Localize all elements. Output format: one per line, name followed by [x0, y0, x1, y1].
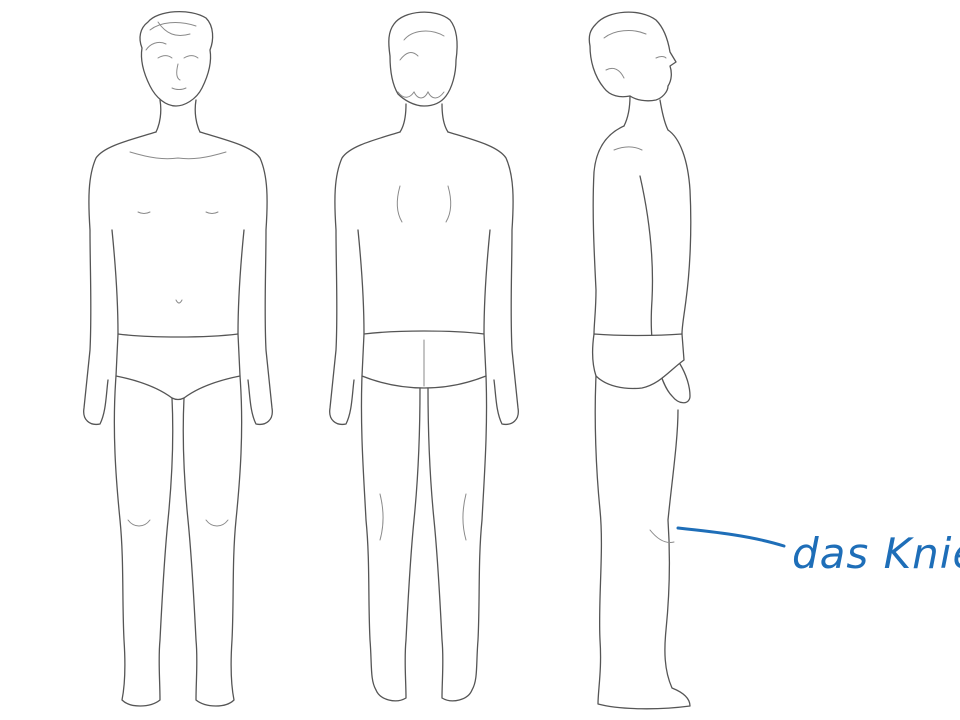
side-view-figure: [588, 11, 692, 710]
front-view-figure: [83, 10, 273, 707]
knee-annotation: das Knie: [676, 526, 960, 578]
back-view-figure: [329, 11, 519, 702]
annotation-label: das Knie: [792, 529, 960, 578]
annotation-pointer-line: [676, 526, 786, 548]
